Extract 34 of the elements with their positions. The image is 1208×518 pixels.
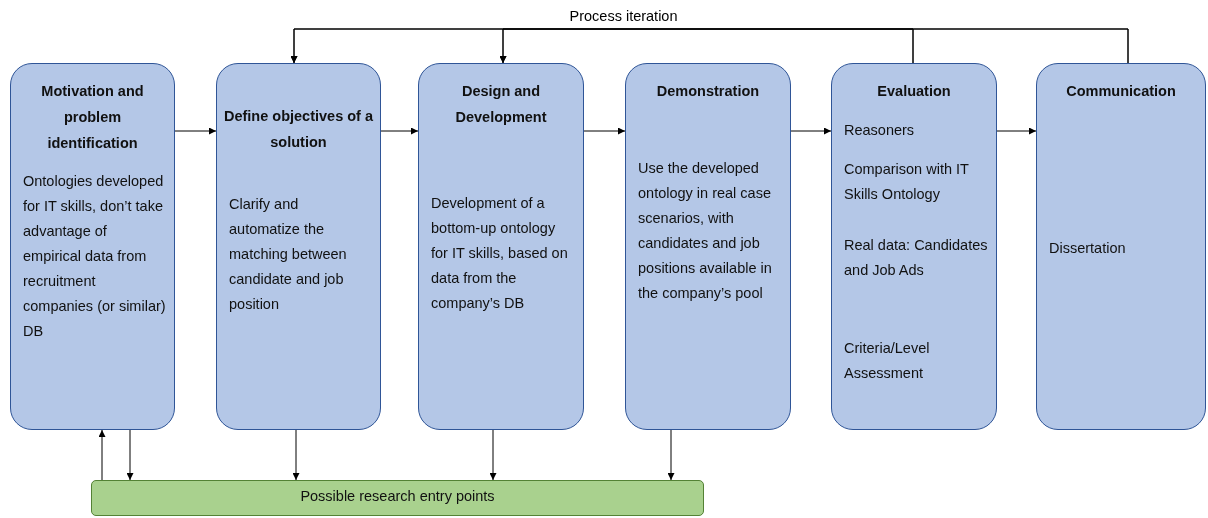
stage-heading: Define objectives of a solution [223,107,374,152]
process-box [10,63,175,430]
stage-heading: Evaluation [876,82,952,101]
stage-description: Ontologies developed for IT skills, don’t take advantage of empirical data from recruitment companies (or similar) DB [23,172,166,341]
arrow [667,429,675,481]
arrow [489,429,497,481]
process-box [831,63,997,430]
arrow [996,127,1037,135]
process-box [625,63,791,430]
process-box [418,63,584,430]
stage-heading: Motivation and problem identification [40,82,145,153]
stage-description: Real data: Candidates and Job Ads [844,236,988,280]
arrow [583,127,626,135]
arrow [499,28,1129,64]
arrow [174,127,217,135]
stage-heading: Design and Development [454,82,548,127]
process-box [1036,63,1206,430]
process-box [216,63,381,430]
stage-heading: Communication [1065,82,1177,101]
bar-label: Possible research entry points [299,488,496,504]
stage-heading: Demonstration [655,82,761,101]
stage-description: Development of a bottom-up ontology for IT skills, based on data from the company’s DB [431,194,569,313]
arrow [380,127,419,135]
stage-description: Criteria/Level Assessment [844,339,931,383]
entry-points-bar [91,480,704,516]
arrow [292,429,300,481]
stage-description: Reasoners [844,121,916,140]
arrow [98,429,106,481]
stage-description: Use the developed ontology in real case scenarios, with candidates and job positions available in the company’s pool [638,159,773,303]
stage-description: Comparison with IT Skills Ontology [844,160,970,204]
arrow [126,429,134,481]
stage-description: Dissertation [1049,239,1127,258]
arrow [790,127,832,135]
stage-description: Clarify and automatize the matching between candidate and job position [229,195,348,314]
